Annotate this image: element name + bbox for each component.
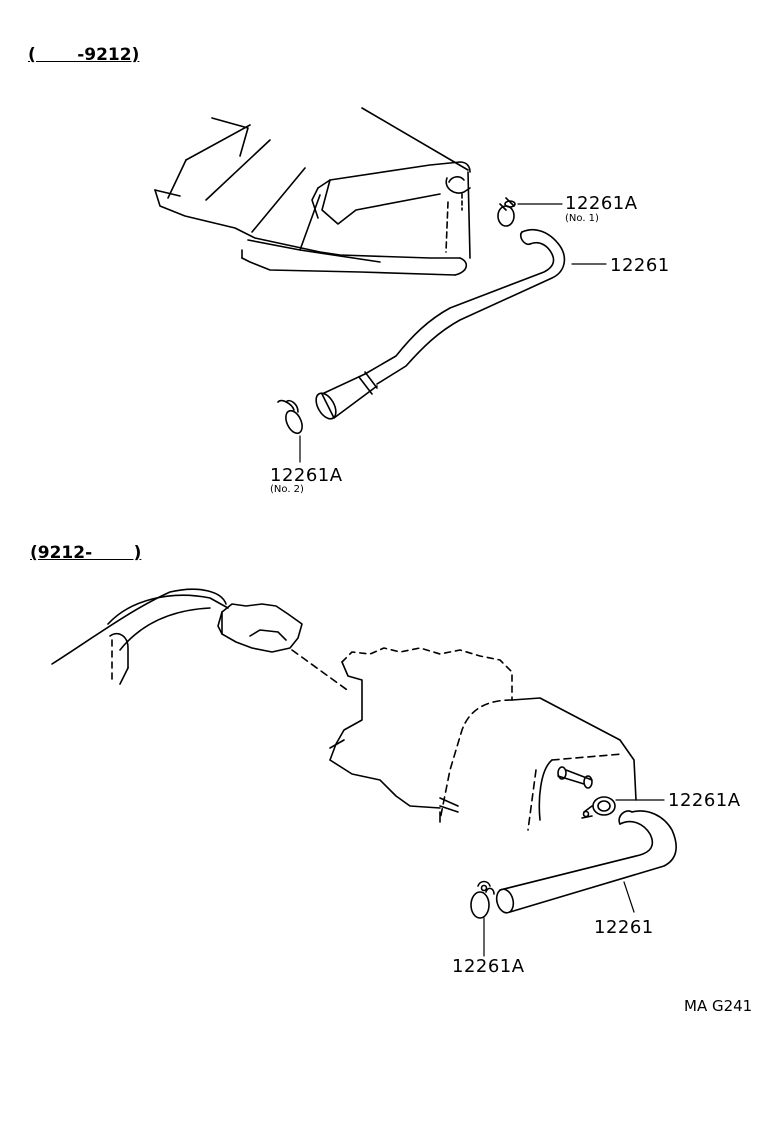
- diagram-reference-code: MA G241: [684, 997, 753, 1015]
- lower-pipe-stub: [557, 766, 593, 789]
- upper-clamp-no1-sub-label: (No. 1): [565, 213, 599, 224]
- upper-engine-block-drawing: [154, 107, 471, 276]
- upper-clamp-no2: [277, 399, 303, 463]
- upper-hose-12261: [315, 228, 566, 420]
- upper-section-range-label: ( -9212): [28, 45, 140, 65]
- lower-engine-block-drawing: [329, 647, 637, 831]
- lower-clamp-left: [470, 880, 495, 957]
- lower-clamp-right: [581, 796, 665, 819]
- lower-clamp-right-part-number[interactable]: 12261A: [668, 790, 741, 811]
- upper-hose-part-number[interactable]: 12261: [610, 255, 670, 276]
- upper-clamp-no2-sub-label: (No. 2): [270, 484, 304, 495]
- upper-clamp-no2-part-number[interactable]: 12261A: [270, 465, 343, 486]
- lower-clamp-left-part-number[interactable]: 12261A: [452, 956, 525, 977]
- upper-clamp-no1-part-number[interactable]: 12261A: [565, 193, 638, 214]
- lower-section-range-label: (9212- ): [30, 543, 142, 563]
- lower-hose-part-number[interactable]: 12261: [594, 917, 654, 938]
- upper-clamp-no1: [497, 197, 563, 227]
- lower-filler-cap: [217, 603, 351, 693]
- lower-hose-12261: [495, 810, 677, 914]
- lower-body-panel-drawing: [51, 588, 229, 685]
